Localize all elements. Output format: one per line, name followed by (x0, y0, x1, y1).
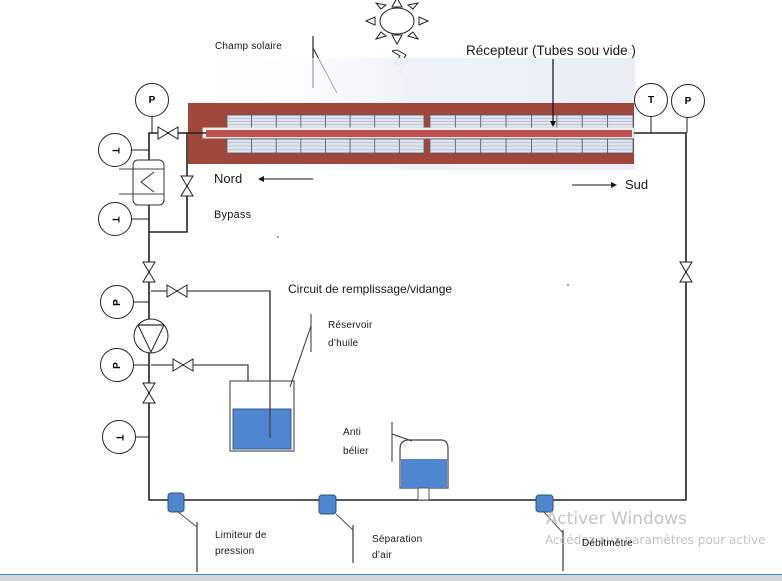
label-recepteur: Récepteur (Tubes sou vide ) (466, 43, 636, 58)
label-anti-1: Anti (343, 427, 362, 438)
solar-collector (188, 103, 635, 164)
sun-icon (364, 0, 430, 46)
label-nord: Nord (214, 171, 243, 186)
label-limiteur-1: Limiteur de (215, 530, 267, 541)
label-separation-1: Séparation (372, 534, 423, 545)
gauge-letter: P (148, 94, 156, 106)
label-reservoir-2: d’huile (328, 338, 359, 349)
pump-icon (133, 318, 169, 354)
gauge-letter: P (684, 95, 692, 107)
label-sud: Sud (625, 177, 649, 192)
gauge-letter: T (109, 146, 121, 154)
label-bypass: Bypass (214, 209, 252, 221)
label-separation-2: d’air (372, 550, 392, 561)
gauge-p-pump-below: P (100, 348, 134, 382)
gauge-letter: P (111, 361, 123, 369)
oil-reservoir (229, 380, 295, 452)
label-reservoir-1: Réservoir (328, 320, 373, 331)
gauge-t-mid-left: T (98, 202, 132, 236)
label-circuit: Circuit de remplissage/vidange (288, 282, 453, 296)
label-debitmetre: Débitmètre (582, 538, 633, 549)
watermark-title: Activer Windows (546, 509, 687, 529)
bottom-bar (0, 574, 782, 581)
label-champ-solaire: Champ solaire (215, 41, 283, 52)
gauge-letter: T (647, 94, 655, 106)
gauge-p-pump-above: P (100, 285, 134, 319)
label-anti-2: bélier (343, 446, 369, 457)
gauge-p-top-left: P (135, 83, 169, 117)
receiver-tube (206, 130, 632, 137)
gauge-p-right: P (671, 84, 705, 118)
gauge-t-upper-left: T (98, 133, 132, 167)
watermark-subtitle: Accédez aux paramètres pour active (545, 533, 766, 547)
gauge-t-bottom-left: T (102, 420, 136, 454)
gauge-letter: P (111, 298, 123, 306)
heat-exchanger (119, 159, 165, 206)
label-limiteur-2: pression (215, 546, 255, 557)
anti-water-hammer-tank (399, 439, 449, 501)
gauge-letter: T (109, 215, 121, 223)
gauge-t-right: T (634, 83, 668, 117)
gauge-letter: T (113, 433, 125, 441)
bottom-devices (167, 492, 554, 515)
